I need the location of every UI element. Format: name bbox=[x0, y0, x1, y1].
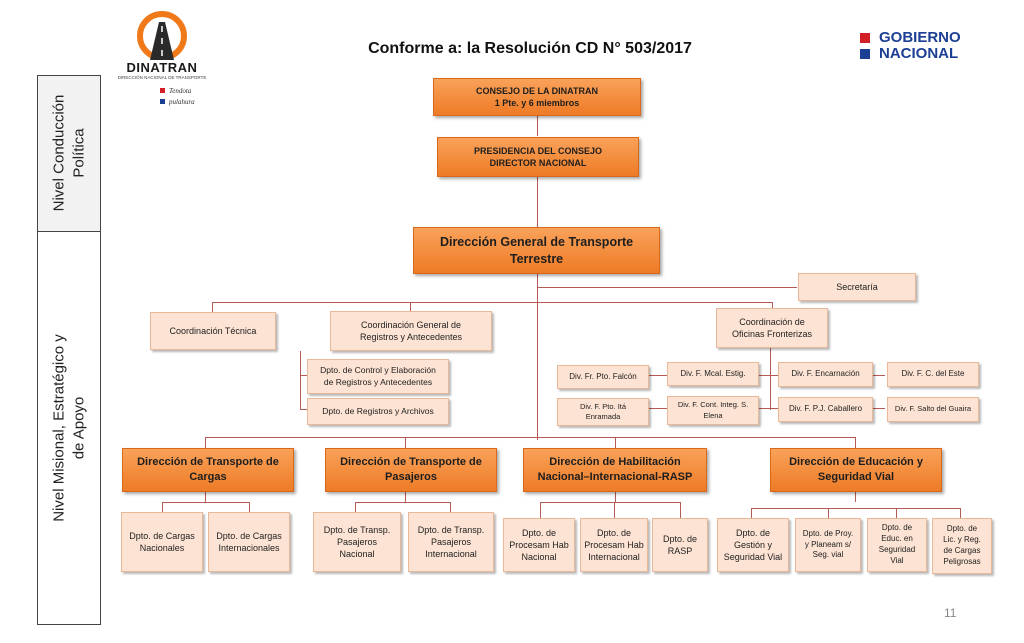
node-div-falcon: Div. Fr. Pto. Falcón bbox=[557, 365, 649, 389]
node-dir-habilitacion: Dirección de Habilitación Nacional–Inter… bbox=[523, 448, 707, 492]
road-logo-icon bbox=[137, 11, 187, 60]
gobierno-line2: NACIONAL bbox=[879, 44, 959, 62]
node-div-estig: Div. F. Mcal. Estig. bbox=[667, 362, 759, 386]
node-dpto-control: Dpto. de Control y Elaboración de Regist… bbox=[307, 359, 449, 394]
logo-name: DINATRAN bbox=[126, 60, 198, 75]
node-proy: Dpto. de Proy. y Planeam s/ Seg. vial bbox=[795, 518, 861, 572]
page-number: 11 bbox=[944, 606, 957, 620]
node-presidencia: PRESIDENCIA DEL CONSEJO DIRECTOR NACIONA… bbox=[437, 137, 639, 177]
node-consejo: CONSEJO DE LA DINATRAN 1 Pte. y 6 miembr… bbox=[433, 78, 641, 116]
flag-blue-icon bbox=[160, 98, 165, 104]
node-pas-nac: Dpto. de Transp. Pasajeros Nacional bbox=[313, 512, 401, 572]
gobierno-line1: GOBIERNO bbox=[879, 29, 961, 46]
node-dir-pasajeros: Dirección de Transporte de Pasajeros bbox=[325, 448, 497, 492]
node-dir-cargas: Dirección de Transporte de Cargas bbox=[122, 448, 294, 492]
node-div-este: Div. F. C. del Este bbox=[887, 362, 979, 387]
node-educ: Dpto. de Educ. en Seguridad Vial bbox=[867, 518, 927, 572]
slogan: Tendota pulahura bbox=[160, 86, 195, 107]
node-gestion: Dpto. de Gestión y Seguridad Vial bbox=[717, 518, 789, 572]
node-coord-general: Coordinación General de Registros y Ante… bbox=[330, 311, 492, 351]
flag-red-icon bbox=[160, 88, 165, 93]
node-lic: Dpto. de Lic. y Reg. de Cargas Peligrosa… bbox=[932, 518, 992, 574]
node-rasp: Dpto. de RASP bbox=[652, 518, 708, 572]
node-cargas-nac: Dpto. de Cargas Nacionales bbox=[121, 512, 203, 572]
level-label-bottom: Nivel Misional, Estratégico y de Apoyo bbox=[50, 334, 88, 522]
node-coord-tecnica: Coordinación Técnica bbox=[150, 312, 276, 350]
node-secretaria: Secretaría bbox=[798, 273, 916, 301]
page-title: Conforme a: la Resolución CD N° 503/2017 bbox=[368, 40, 692, 57]
node-dpto-registros: Dpto. de Registros y Archivos bbox=[307, 398, 449, 425]
node-hab-nac: Dpto. de Procesam Hab Nacional bbox=[503, 518, 575, 572]
square-red-icon bbox=[860, 32, 870, 43]
node-cargas-int: Dpto. de Cargas Internacionales bbox=[208, 512, 290, 572]
node-div-guaira: Div. F. Salto del Guaira bbox=[887, 397, 979, 422]
node-dir-educacion: Dirección de Educación y Seguridad Vial bbox=[770, 448, 942, 492]
gobierno-logo: GOBIERNO NACIONAL bbox=[860, 30, 961, 62]
node-pas-int: Dpto. de Transp. Pasajeros Internacional bbox=[408, 512, 494, 572]
slogan-line2: pulahura bbox=[169, 97, 195, 106]
slogan-line1: Tendota bbox=[169, 87, 192, 95]
node-dgtt: Dirección General de Transporte Terrestr… bbox=[413, 227, 660, 274]
node-div-ita: Div. F. Pto. Itá Enramada bbox=[557, 398, 649, 426]
logo-sub: DIRECCIÓN NACIONAL DE TRANSPORTE bbox=[117, 75, 207, 80]
node-div-caballero: Div. F. P.J. Caballero bbox=[778, 397, 873, 422]
node-hab-int: Dpto. de Procesam Hab Internacional bbox=[580, 518, 648, 572]
node-coord-oficinas: Coordinación de Oficinas Fronterizas bbox=[716, 308, 828, 348]
level-label-top: Nivel Conducción Política bbox=[50, 94, 88, 212]
node-div-elena: Div. F. Cont. Integ. S. Elena bbox=[667, 396, 759, 425]
dinatran-logo: DINATRAN DIRECCIÓN NACIONAL DE TRANSPORT… bbox=[112, 8, 212, 83]
level-box-bottom bbox=[37, 231, 101, 625]
node-div-encarnacion: Div. F. Encarnación bbox=[778, 362, 873, 387]
square-blue-icon bbox=[860, 48, 870, 59]
